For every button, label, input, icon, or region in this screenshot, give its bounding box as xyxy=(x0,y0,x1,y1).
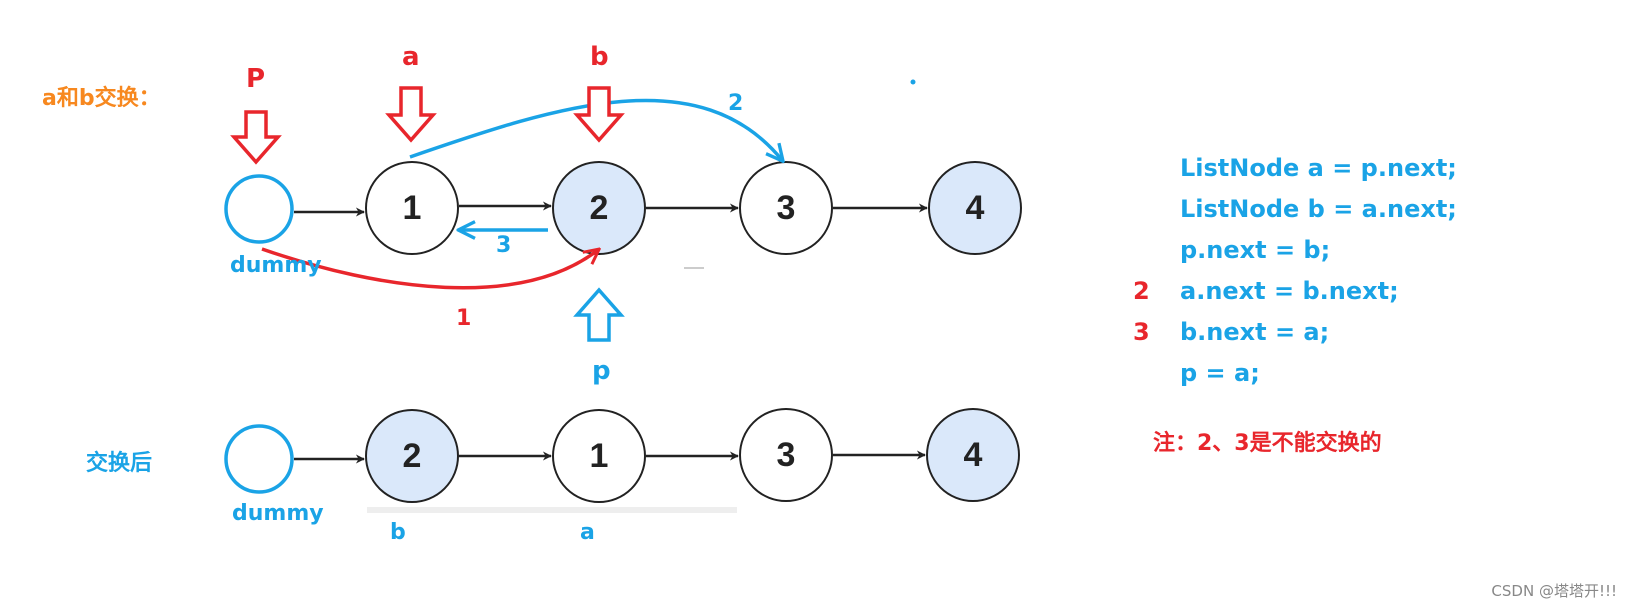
code-line-3: p.next = b; xyxy=(1180,236,1331,264)
node-bottom-2 xyxy=(365,409,459,503)
step-label-3: 3 xyxy=(496,233,512,258)
dummy-node-bottom xyxy=(224,424,294,494)
after-swap-title: 交换后 xyxy=(86,451,153,476)
dummy-label-bottom: dummy xyxy=(232,501,324,526)
node-bottom-1 xyxy=(552,409,646,503)
code-line-4: a.next = b.next; xyxy=(1180,277,1399,305)
node-bottom-1-value: 2 xyxy=(402,437,422,475)
pointer-arrow-p-top xyxy=(230,110,282,165)
code-line-1: ListNode a = p.next; xyxy=(1180,154,1457,182)
after-pointer-a: a xyxy=(580,520,595,545)
code-note: 注：2、3是不能交换的 xyxy=(1153,431,1382,456)
dummy-label-top: dummy xyxy=(230,253,322,278)
code-line-5: b.next = a; xyxy=(1180,318,1330,346)
node-bottom-4-value: 4 xyxy=(963,436,983,474)
node-bottom-3-value: 3 xyxy=(776,436,796,474)
code-line-6: p = a; xyxy=(1180,359,1260,387)
pointer-arrow-a-top xyxy=(385,86,437,143)
arrow-step-1 xyxy=(261,249,598,290)
code-line-num-5: 3 xyxy=(1133,318,1150,346)
arrow-step-2 xyxy=(409,98,782,160)
underline-bar xyxy=(367,507,737,513)
node-bottom-2-value: 1 xyxy=(589,437,609,475)
node-top-1-value: 1 xyxy=(402,189,422,227)
node-top-2-value: 2 xyxy=(589,189,609,227)
pointer-arrow-p-bottom xyxy=(573,287,625,342)
node-top-1 xyxy=(365,161,459,255)
pointer-label-a-top: a xyxy=(402,42,420,72)
pointer-label-p-top: P xyxy=(246,64,266,94)
pointer-label-b-top: b xyxy=(590,42,609,72)
code-line-num-4: 2 xyxy=(1133,277,1150,305)
after-pointer-b: b xyxy=(390,520,406,545)
dummy-node-top xyxy=(224,174,294,244)
swap-title: a和b交换： xyxy=(42,86,161,111)
node-top-3-value: 3 xyxy=(776,189,796,227)
pointer-label-p-bottom: p xyxy=(592,356,611,386)
node-top-4 xyxy=(928,161,1022,255)
step-label-2: 2 xyxy=(728,91,744,116)
code-line-2: ListNode b = a.next; xyxy=(1180,195,1457,223)
stray-dot xyxy=(910,79,916,85)
node-bottom-4 xyxy=(926,408,1020,502)
node-top-3 xyxy=(739,161,833,255)
step-label-1: 1 xyxy=(456,306,472,331)
node-bottom-3 xyxy=(739,408,833,502)
node-top-4-value: 4 xyxy=(965,189,985,227)
pointer-arrow-b-top xyxy=(573,86,625,143)
watermark: CSDN @塔塔开!!! xyxy=(1491,582,1617,600)
